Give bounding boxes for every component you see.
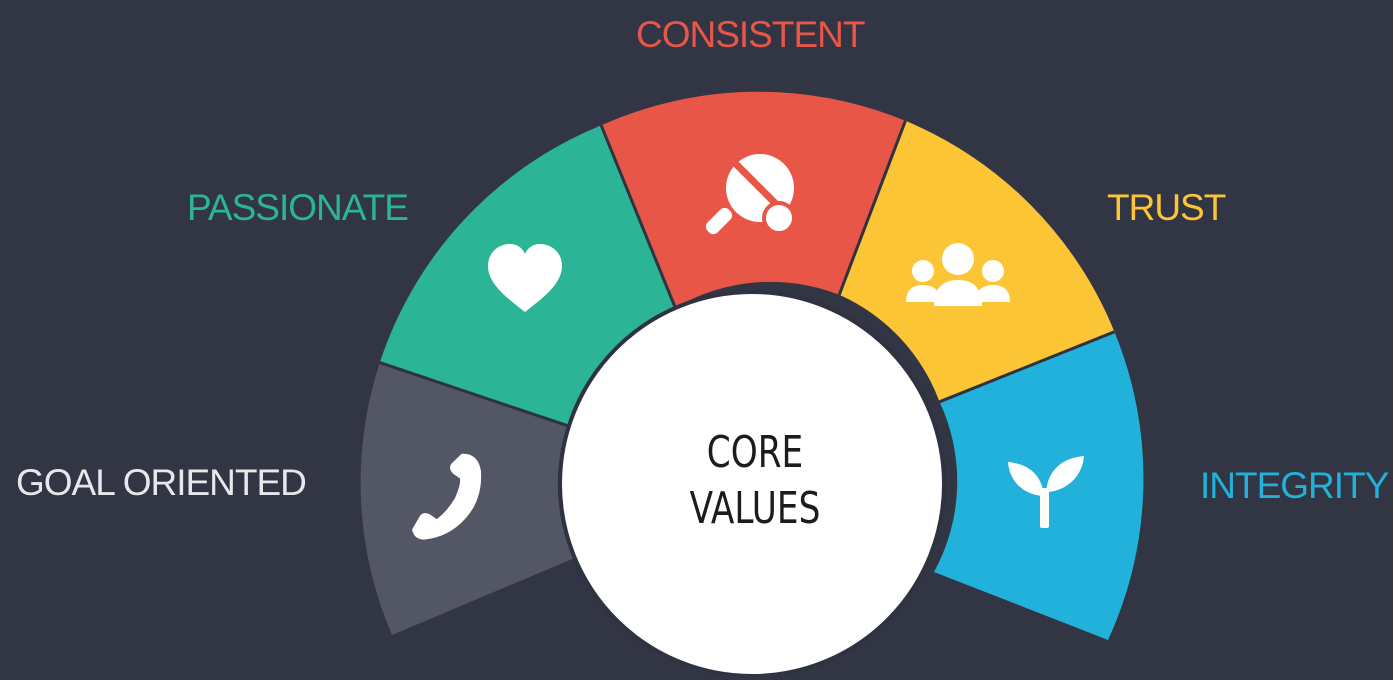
label-passionate: PASSIONATE — [187, 187, 409, 228]
label-consistent: CONSISTENT — [636, 14, 865, 55]
segment-trust — [839, 120, 1115, 402]
people-icon — [906, 243, 1010, 306]
center-title-line-2: VALUES — [689, 483, 821, 534]
label-goal-oriented: GOAL ORIENTED — [16, 462, 307, 503]
label-trust: TRUST — [1107, 187, 1226, 228]
center-title-line-1: CORE — [706, 427, 804, 478]
heart-icon — [488, 244, 562, 312]
ping-pong-icon — [705, 154, 796, 235]
sprout-icon — [1008, 456, 1084, 528]
label-integrity: INTEGRITY — [1200, 465, 1389, 506]
center-title: CORE VALUES — [677, 425, 833, 537]
segment-dividers — [379, 120, 1115, 428]
phone-icon — [412, 453, 482, 540]
